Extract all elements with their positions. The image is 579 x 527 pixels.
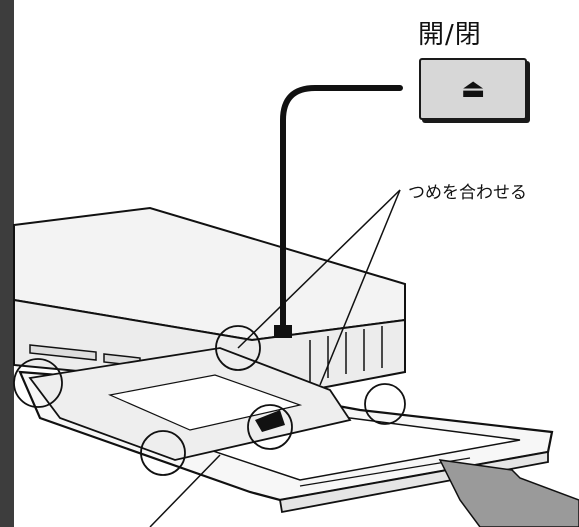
push-arrow [438, 459, 579, 527]
eject-button[interactable]: ⏏ [419, 58, 527, 120]
tab-circle-right [364, 383, 406, 425]
callout-lines [237, 189, 401, 386]
eject-button-on-unit [274, 325, 292, 338]
tab-circle-top [215, 325, 261, 371]
bottom-leader-line [149, 454, 221, 527]
sidebar-strip [0, 0, 14, 527]
align-tabs-callout: つめを合わせる [408, 183, 527, 203]
tab-circle-center [247, 404, 293, 450]
tab-circle-front [140, 430, 186, 476]
open-close-label: 開/閉 [418, 20, 482, 50]
button-leader-line [280, 85, 403, 333]
tab-circle-left [13, 358, 63, 408]
eject-icon: ⏏ [460, 74, 486, 104]
front-panel-ridges [309, 326, 383, 382]
tray-marker-icon [255, 410, 285, 432]
adapter-inner [107, 374, 303, 431]
alignment-circles [13, 325, 406, 476]
